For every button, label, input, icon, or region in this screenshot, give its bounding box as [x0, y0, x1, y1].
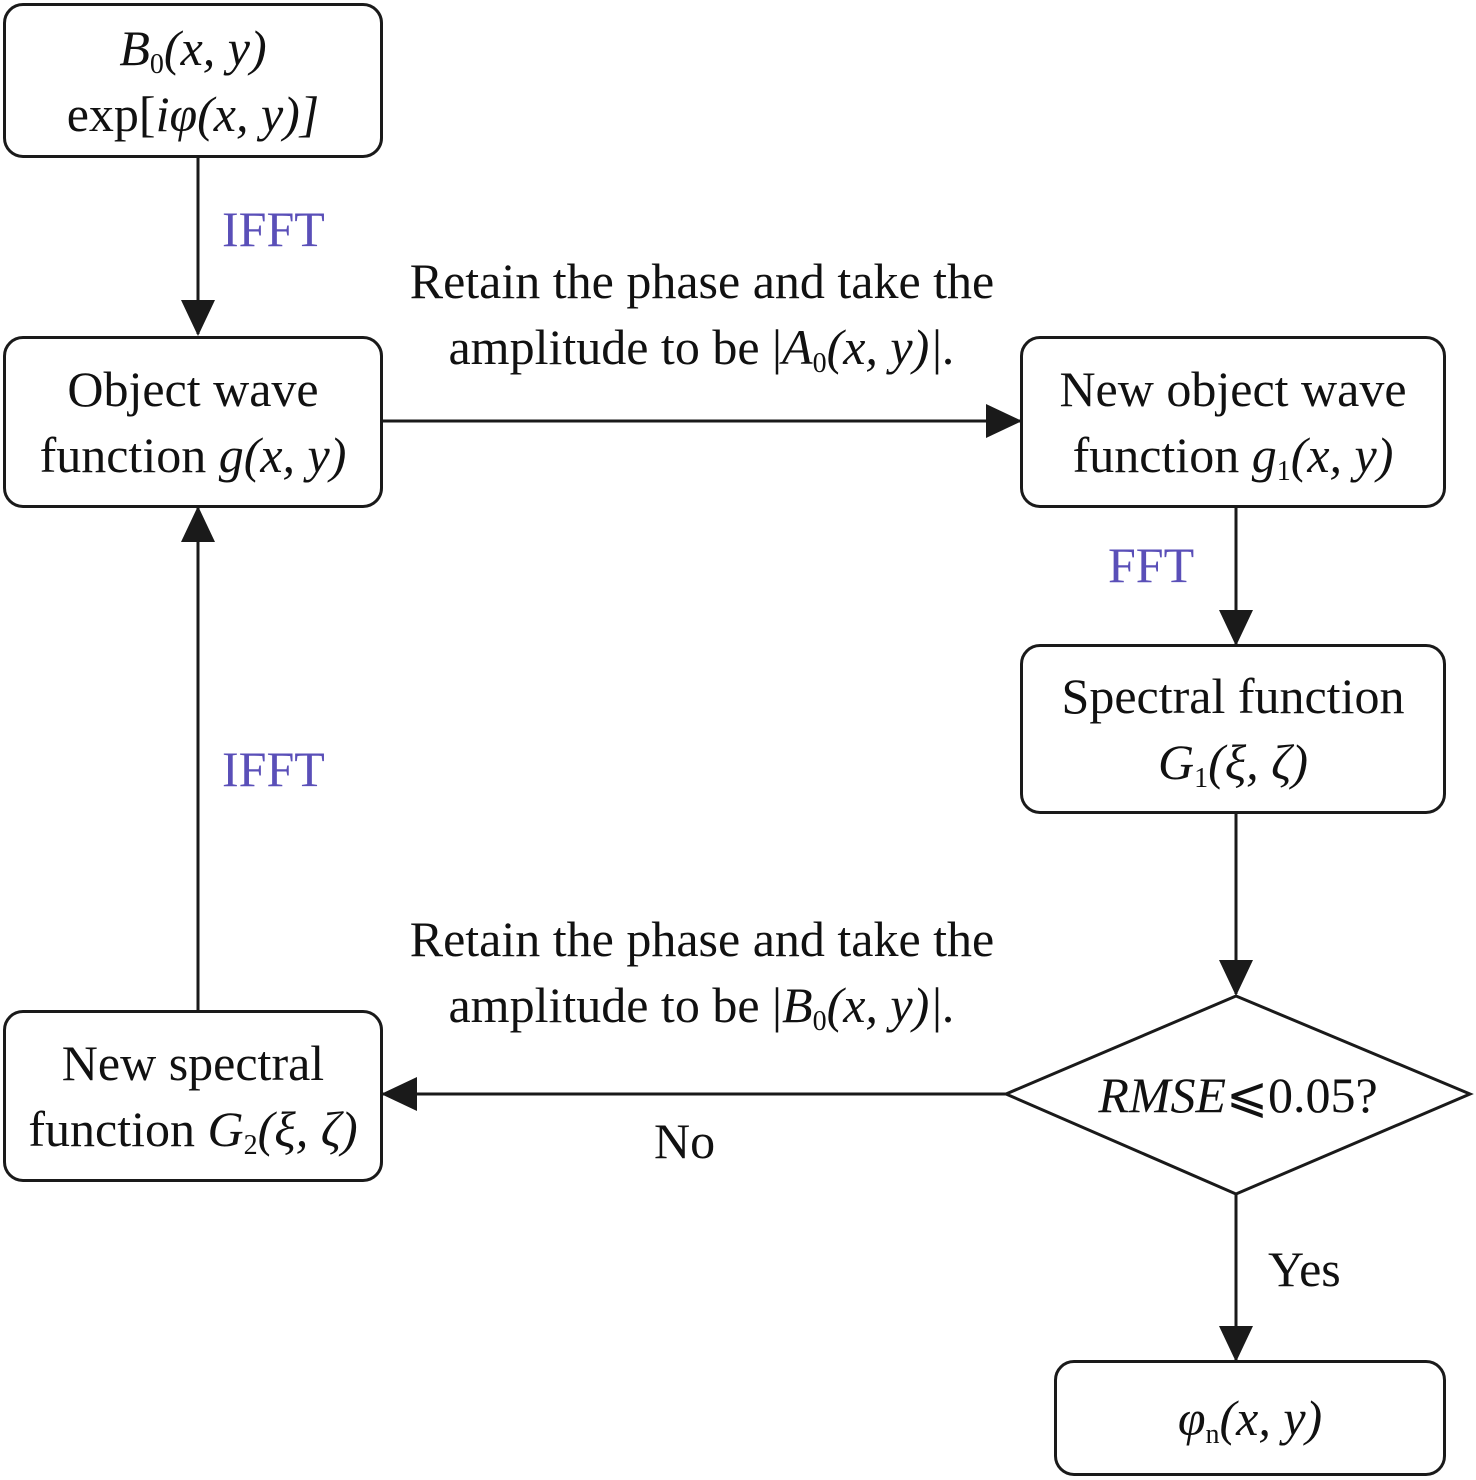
new-object-wave-node: New object wave function g1(x, y) [1020, 336, 1446, 508]
fft-label: FFT [1108, 537, 1195, 593]
decision-label: RMSE⩽0.05? [1098, 1067, 1378, 1123]
retain-bottom-line2: amplitude to be |B0(x, y)|. [448, 977, 956, 1037]
new-spectral-line2: function G2(ξ, ζ) [28, 1101, 358, 1161]
new-spectral-line1: New spectral [61, 1035, 325, 1091]
no-label: No [654, 1113, 716, 1169]
retain-top-label: Retain the phase and take the amplitude … [376, 248, 1028, 380]
result-node: φn(x, y) [1054, 1360, 1446, 1476]
object-wave-line2: function g(x, y) [39, 427, 347, 483]
new-spectral-node: New spectral function G2(ξ, ζ) [3, 1010, 383, 1182]
retain-top-line1: Retain the phase and take the [409, 253, 995, 309]
new-object-wave-line1: New object wave [1059, 361, 1407, 417]
spectral-node: Spectral function G1(ξ, ζ) [1020, 644, 1446, 814]
retain-bottom-line1: Retain the phase and take the [409, 911, 995, 967]
start-node-line1: B0(x, y) [119, 19, 267, 80]
start-node-line2: exp[iφ(x, y)] [66, 85, 320, 142]
ifft-top-label: IFFT [222, 201, 325, 257]
spectral-line1: Spectral function [1061, 668, 1405, 724]
ifft-left-label: IFFT [222, 741, 325, 797]
spectral-line2: G1(ξ, ζ) [1157, 734, 1309, 794]
object-wave-line1: Object wave [67, 361, 319, 417]
result-label: φn(x, y) [1177, 1390, 1323, 1450]
object-wave-node: Object wave function g(x, y) [3, 336, 383, 508]
yes-label: Yes [1268, 1241, 1341, 1297]
retain-bottom-label: Retain the phase and take the amplitude … [376, 906, 1028, 1038]
new-object-wave-line2: function g1(x, y) [1072, 427, 1394, 487]
retain-top-line2: amplitude to be |A0(x, y)|. [448, 319, 956, 379]
start-node: B0(x, y) exp[iφ(x, y)] [3, 3, 383, 158]
